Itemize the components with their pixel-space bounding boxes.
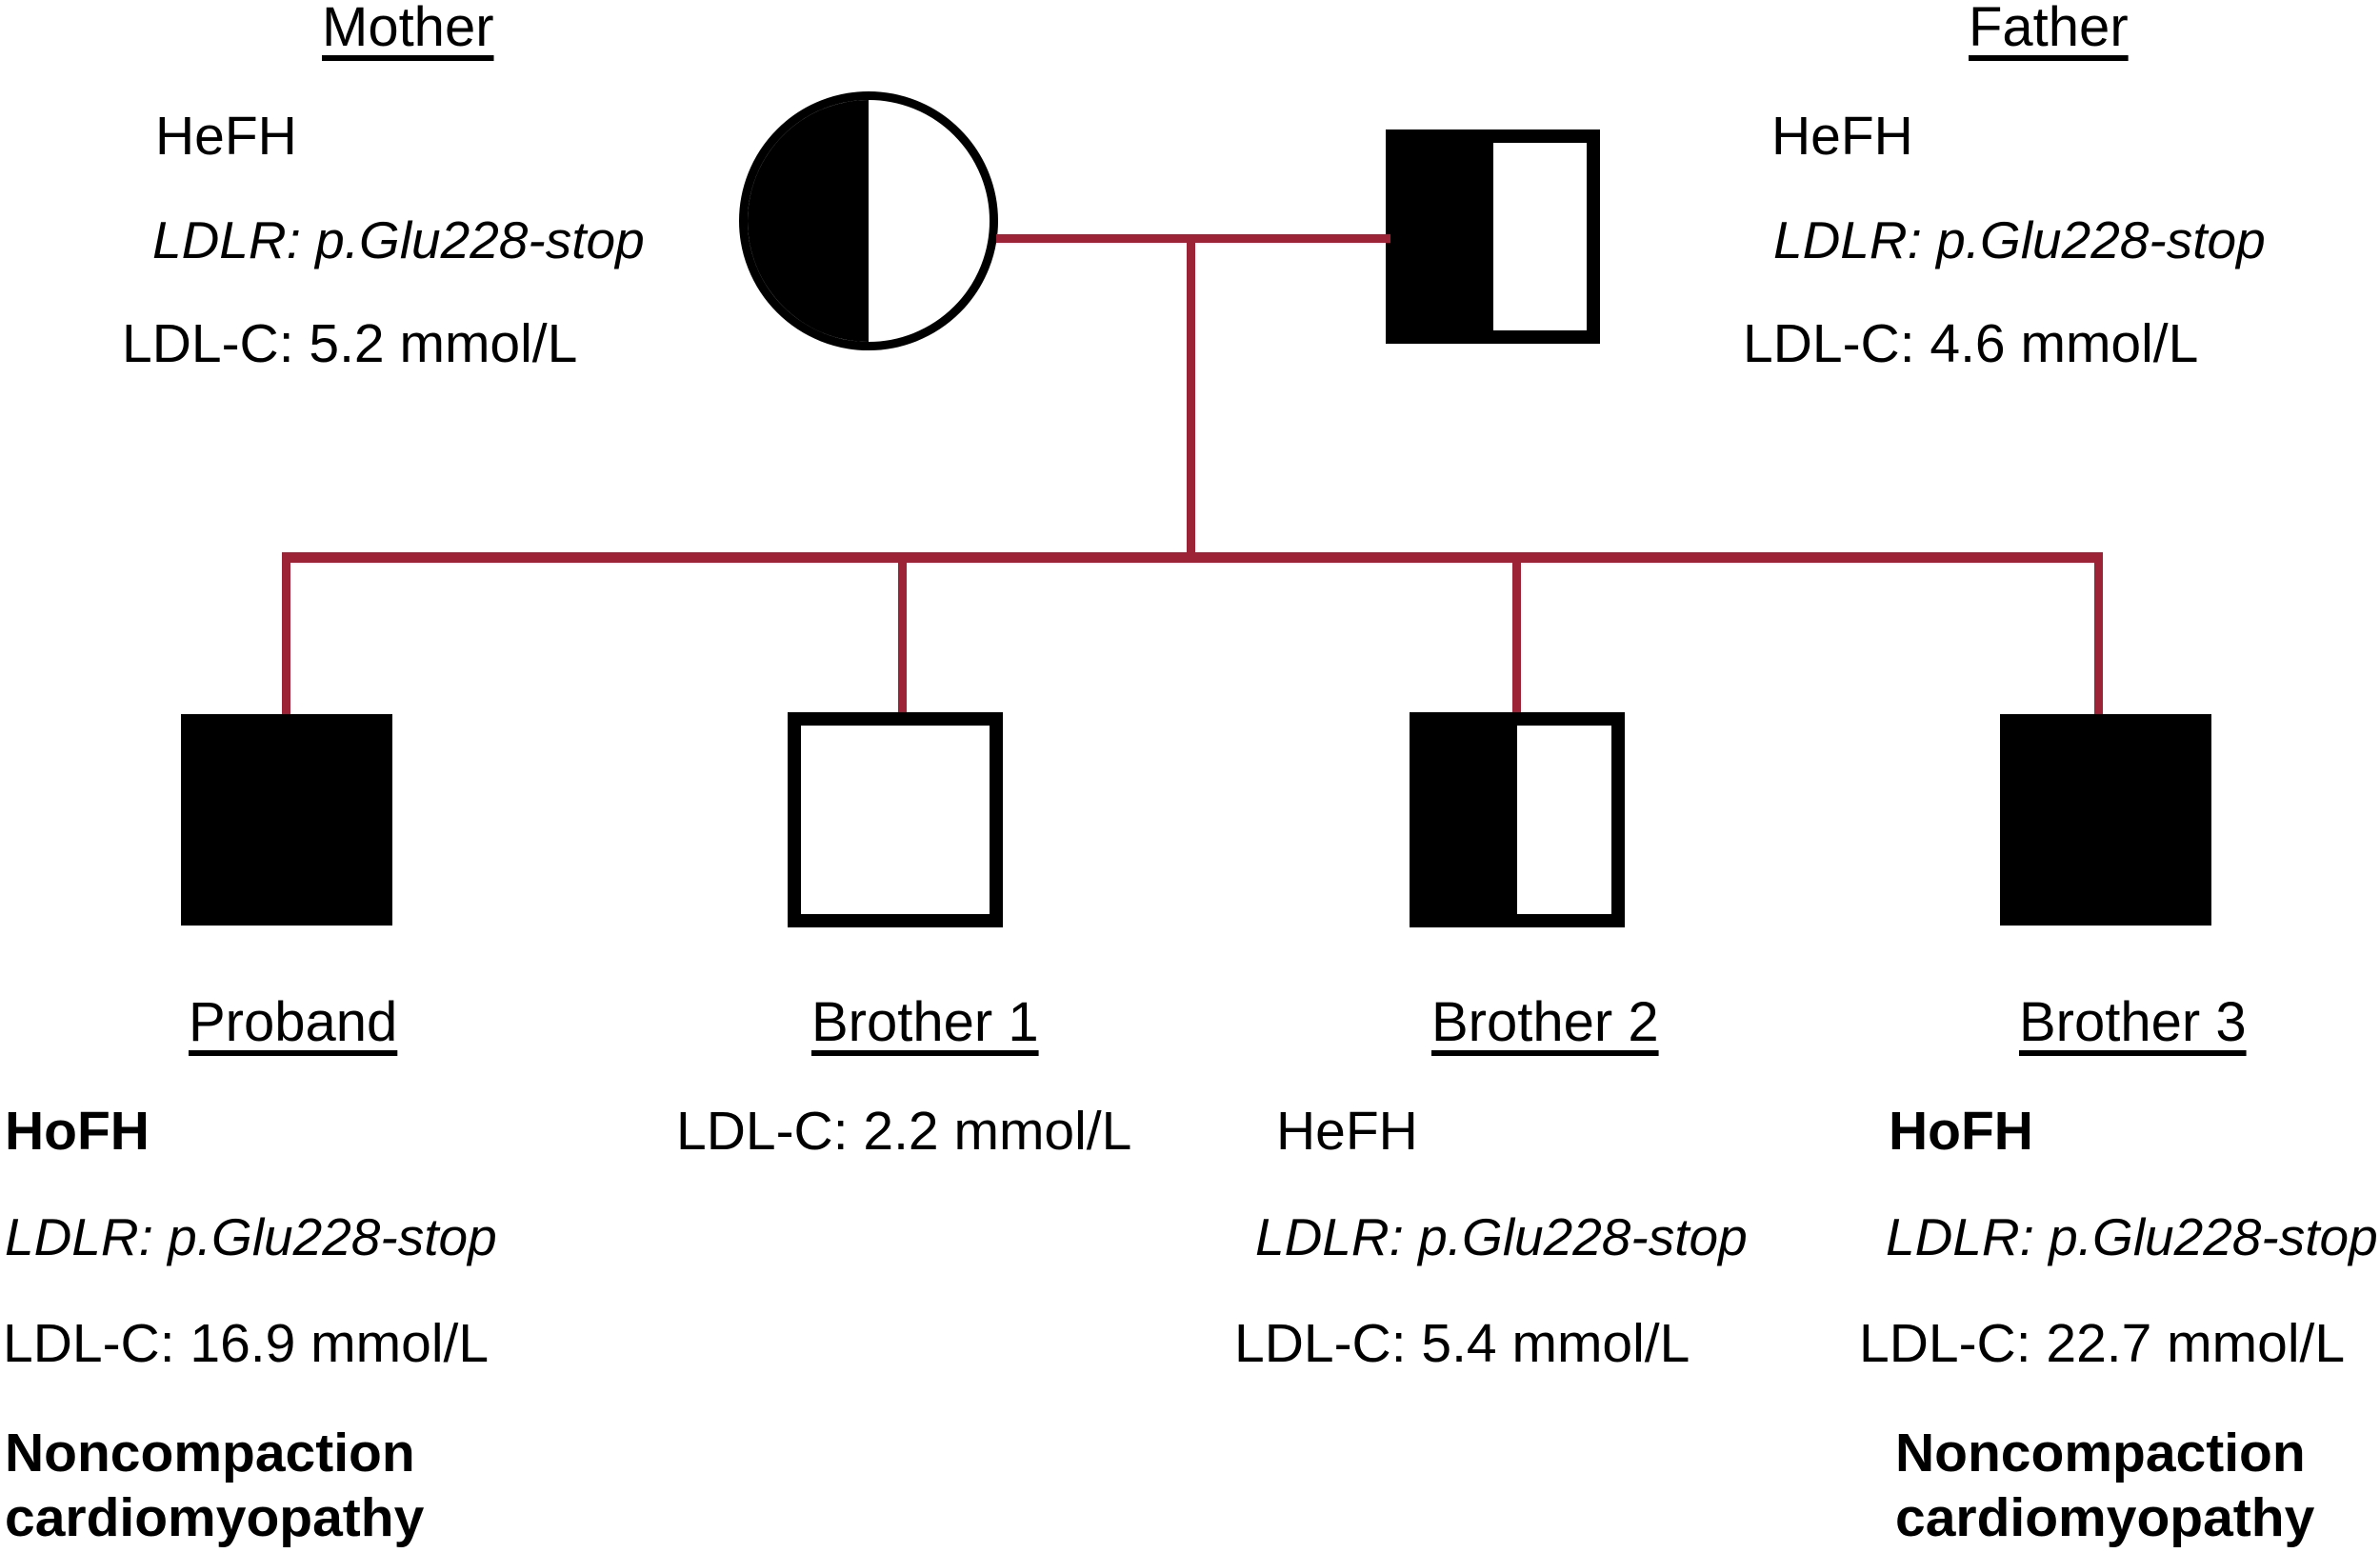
father-gene-variant: LDLR: p.Glu228-stop (1773, 210, 2266, 269)
brother-3-ldl-value: LDL-C: 22.7 mmol/L (1859, 1313, 2346, 1374)
child-drop-line-proband (282, 552, 290, 721)
proband-diagnosis: HoFH (5, 1101, 150, 1162)
brother-2-symbol-square-half-filled[interactable] (1410, 712, 1625, 927)
mother-name-label: Mother (322, 0, 494, 58)
brother-1-name-label: Brother 1 (811, 991, 1039, 1053)
proband-ldl-value: LDL-C: 16.9 mmol/L (3, 1313, 490, 1374)
brother-3-gene-variant: LDLR: p.Glu228-stop (1886, 1207, 2378, 1266)
proband-extra-diagnosis: Noncompaction cardiomyopathy (5, 1423, 425, 1549)
mother-gene-variant: LDLR: p.Glu228-stop (152, 210, 645, 269)
brother-3-symbol-square-filled[interactable] (2000, 714, 2211, 926)
father-symbol-square-half-filled[interactable] (1386, 129, 1600, 344)
brother-3-extra-diagnosis: Noncompaction cardiomyopathy (1895, 1423, 2315, 1549)
child-drop-line-brother-3 (2094, 552, 2103, 721)
mother-symbol-circle-half-filled[interactable] (739, 91, 998, 350)
mother-diagnosis: HeFH (155, 106, 297, 167)
brother-3-name-label: Brother 3 (2019, 991, 2247, 1053)
child-drop-line-brother-2 (1512, 552, 1521, 721)
brother-3-diagnosis: HoFH (1889, 1101, 2033, 1162)
mother-symbol-fill (748, 100, 869, 342)
brother-2-gene-variant: LDLR: p.Glu228-stop (1255, 1207, 1748, 1266)
child-drop-line-brother-1 (898, 552, 907, 721)
proband-gene-variant: LDLR: p.Glu228-stop (5, 1207, 497, 1266)
brother-1-symbol-square-empty[interactable] (788, 712, 1003, 927)
father-name-label: Father (1969, 0, 2129, 58)
mother-ldl-value: LDL-C: 5.2 mmol/L (122, 313, 578, 374)
descent-line (1187, 234, 1195, 558)
father-symbol-fill (1399, 143, 1493, 330)
brother-2-name-label: Brother 2 (1431, 991, 1659, 1053)
brother-1-ldl-value: LDL-C: 2.2 mmol/L (676, 1101, 1132, 1162)
brother-2-ldl-value: LDL-C: 5.4 mmol/L (1234, 1313, 1690, 1374)
father-diagnosis: HeFH (1771, 106, 1913, 167)
father-ldl-value: LDL-C: 4.6 mmol/L (1743, 313, 2199, 374)
brother-2-symbol-fill (1423, 726, 1517, 914)
proband-symbol-square-filled[interactable] (181, 714, 392, 926)
sibship-line (282, 552, 2103, 563)
brother-2-diagnosis: HeFH (1276, 1101, 1418, 1162)
proband-name-label: Proband (189, 991, 398, 1053)
